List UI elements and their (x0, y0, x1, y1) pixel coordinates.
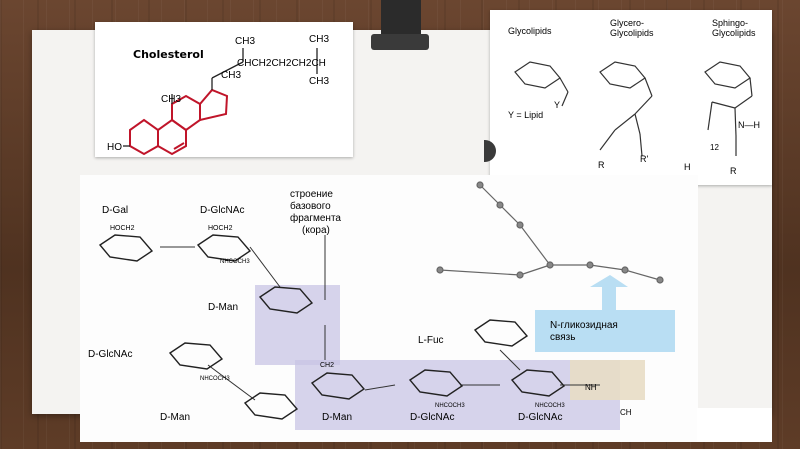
sub12-label: 12 (710, 143, 719, 152)
glycero-title-1: Glycero- (610, 18, 644, 28)
d-gal-label: D-Gal (102, 205, 128, 216)
core-highlight-lower (295, 360, 620, 430)
ch3-right-bottom: CH3 (309, 76, 329, 87)
lower-right-panel (697, 408, 772, 442)
l-fuc-label: L-Fuc (418, 335, 444, 346)
nhcoch3-label-3: NHCOCH3 (435, 403, 465, 409)
chain-label: CHCH2CH2CH2CH (237, 58, 326, 69)
ch3-right-top: CH3 (309, 34, 329, 45)
cholesterol-structure: Cholesterol CH3 CH3 CHCH2CH2CH2CH CH3 CH… (107, 34, 329, 156)
n-bond-highlight (535, 310, 675, 352)
glcnac-center-ring (408, 369, 464, 397)
ch3-top: CH3 (235, 36, 255, 47)
n-glycan-structure: D-Gal D-GlcNAc строение базового фрагмен… (88, 181, 675, 430)
h-label: H (684, 162, 691, 172)
cholesterol-title: Cholesterol (133, 48, 204, 61)
n-bond-label-2: связь (550, 332, 575, 343)
ch-label: CH (620, 408, 632, 417)
ch3-ring: CH3 (161, 94, 181, 105)
core-title-1: строение (290, 189, 333, 200)
ch3-mid: CH3 (221, 70, 241, 81)
fuc-ring (473, 319, 529, 347)
sugar-rings (98, 234, 566, 420)
glcnac-left-ring (168, 342, 224, 370)
clip-bar (371, 34, 429, 50)
n-bond-label-1: N-гликозидная (550, 320, 618, 331)
core-title-3: фрагмента (290, 212, 341, 224)
d-glcnac-center-label: D-GlcNAc (410, 412, 454, 423)
lipid-note: Y = Lipid (508, 110, 543, 120)
d-glcnac-left-label: D-GlcNAc (88, 349, 132, 360)
glcnac-right-ring (510, 369, 566, 397)
r-prime-label: R' (640, 154, 648, 164)
core-title-4: (кора) (302, 225, 330, 236)
asn-highlight (570, 360, 645, 400)
r-label-sphingo: R (730, 166, 737, 176)
d-glcnac-top-label: D-GlcNAc (200, 205, 244, 216)
gal-ring (98, 234, 154, 262)
d-man-center-label: D-Man (322, 412, 352, 423)
d-man-upper-label: D-Man (208, 302, 238, 313)
glycero-title-2: Glycolipids (610, 28, 654, 38)
r-label: R (598, 160, 605, 170)
hoch2-label-1: HOCH2 (110, 225, 135, 232)
y-label: Y (554, 100, 560, 110)
ho-label: HO (107, 142, 122, 153)
molecular-model (436, 181, 664, 284)
man-upper-ring (258, 286, 314, 314)
man-center-ring (310, 372, 366, 400)
sphingo-title-2: Glycolipids (712, 28, 756, 38)
core-highlight-upper (255, 285, 340, 365)
core-title-2: базового (290, 200, 331, 212)
nhcoch3-label-4: NHCOCH3 (535, 403, 565, 409)
d-man-lower-label: D-Man (160, 412, 190, 423)
nh-label: NH (585, 383, 597, 392)
cholesterol-panel: Cholesterol CH3 CH3 CHCH2CH2CH2CH CH3 CH… (95, 22, 353, 157)
nh-label: N—H (738, 120, 760, 130)
sphingo-title-1: Sphingo- (712, 18, 748, 28)
nhcoch3-label-2: NHCOCH3 (200, 376, 230, 382)
n-glycan-panel: D-Gal D-GlcNAc строение базового фрагмен… (80, 175, 698, 442)
d-glcnac-right-label: D-GlcNAc (518, 412, 562, 423)
ch2-label: CH2 (320, 362, 334, 369)
hoch2-label-2: HOCH2 (208, 225, 233, 232)
glycolipids-structures: Glycolipids Glycero- Glycolipids Sphingo… (508, 18, 760, 176)
arrow-tab (484, 140, 496, 162)
glcnac-top-ring (196, 234, 252, 262)
n-bond-arrow (590, 275, 628, 310)
glycolipids-title: Glycolipids (508, 26, 552, 36)
man-lower-ring (243, 392, 299, 420)
nhcoch3-label-1: NHCOCH3 (220, 259, 250, 265)
glycolipids-panel: Glycolipids Glycero- Glycolipids Sphingo… (490, 10, 772, 185)
